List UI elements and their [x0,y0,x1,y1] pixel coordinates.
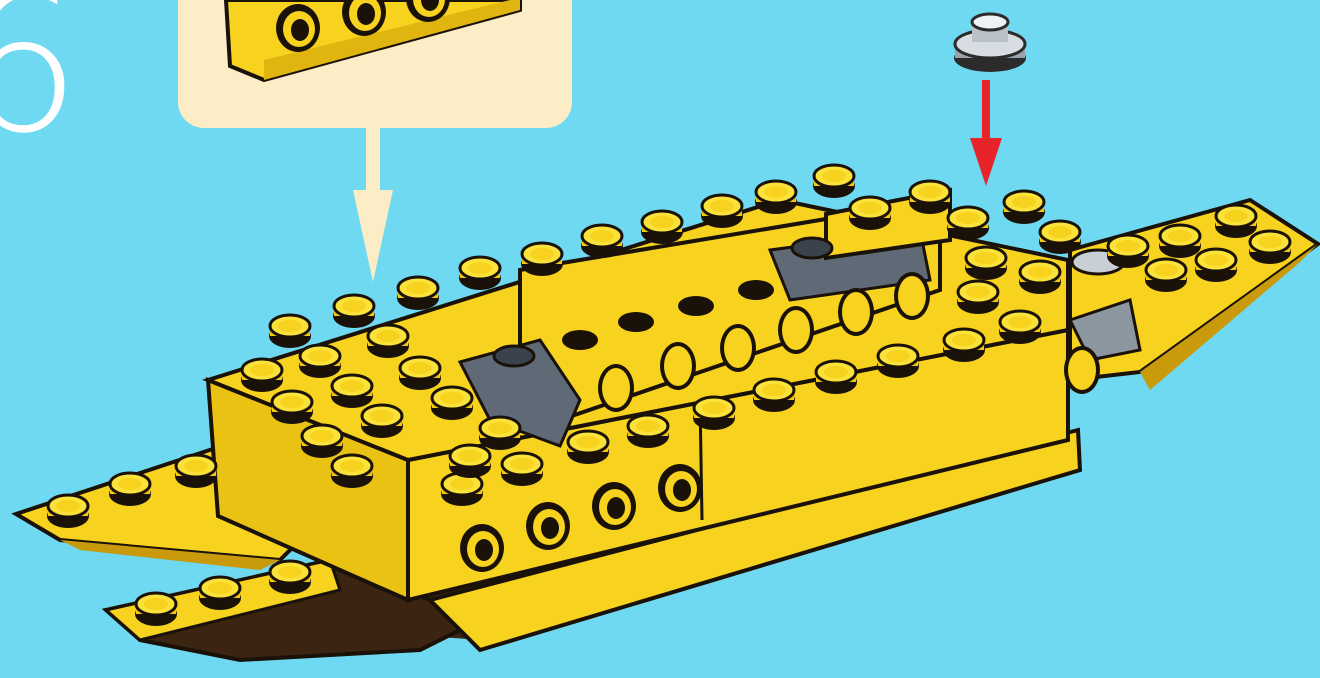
round-plate-part-icon [954,14,1026,72]
placement-arrow-icon [970,80,1002,186]
callout-arrow-icon [353,128,393,282]
boat-model [16,165,1318,660]
callout-brick [226,0,520,80]
